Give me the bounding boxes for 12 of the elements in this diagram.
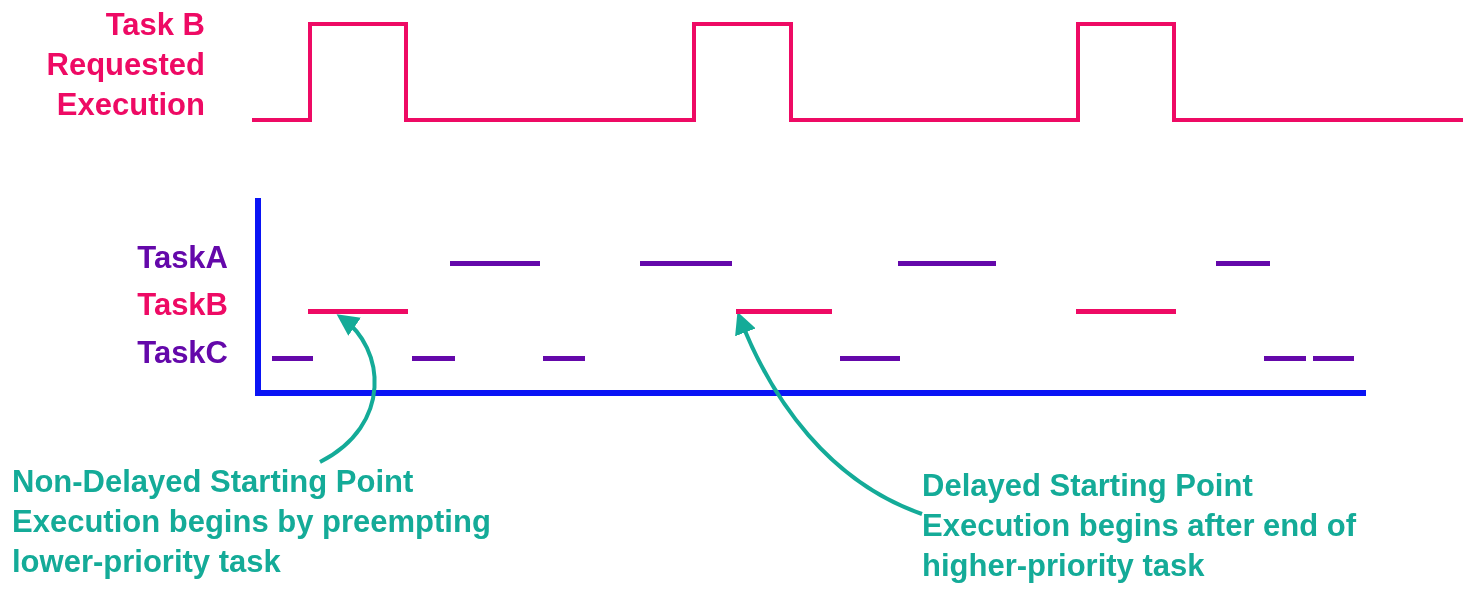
callout-heading: Non-Delayed Starting Point <box>12 463 415 501</box>
task-label: TaskC <box>136 334 228 372</box>
execution-bar <box>308 309 408 314</box>
execution-bar <box>736 309 832 314</box>
task-label: TaskA <box>136 239 228 277</box>
callout-heading: Delayed Starting Point <box>922 467 1254 505</box>
leader-arrow <box>735 311 923 516</box>
signal-label: Task B Requested Execution <box>45 6 205 124</box>
callout-text: Execution begins after end of higher-priority task <box>922 507 1358 585</box>
callout-text: Execution begins by preempting lower-priority task <box>12 503 492 581</box>
leader-arrow <box>318 313 377 464</box>
task-label: TaskB <box>136 286 228 324</box>
